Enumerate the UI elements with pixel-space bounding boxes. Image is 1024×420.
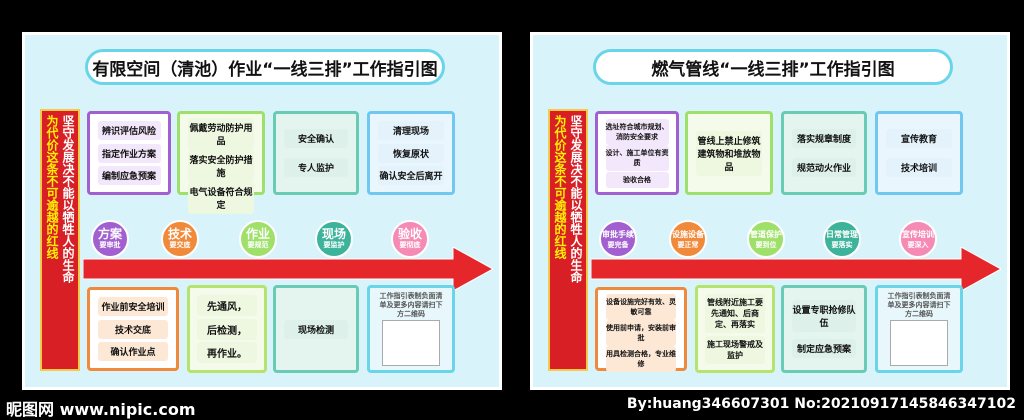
slogan-col-1: 为代价这条不可逾越的红线: [45, 115, 59, 259]
node-label: 方案: [97, 227, 122, 241]
list-item: 安全确认: [283, 128, 349, 148]
list-item: 专人监护: [283, 158, 349, 178]
list-item: 恢复原状: [377, 143, 445, 163]
top-box-3: 安全确认 专人监护: [273, 111, 359, 195]
step-node-1: 方案 要审批: [91, 220, 129, 258]
list-item: 现场检测: [283, 319, 349, 339]
step-node-3: 作业 要规范: [239, 220, 277, 258]
step-node-4: 现场 要监护: [315, 220, 353, 258]
qr-caption: 工作指引表制负面清单及更多内容请扫下方二维码: [379, 292, 443, 319]
list-item: 设备设施完好有效、灵敏可靠: [605, 294, 677, 320]
list-item: 规范动火作业: [791, 158, 857, 178]
top-box-1: 选址符合城市规划、消防安全要求 设计、施工单位有资质 验收合格: [595, 111, 679, 195]
step-node-5: 宣传培训 要深入: [899, 220, 937, 258]
bottom-box-2: 先通风， 后检测， 再作业。: [187, 285, 267, 373]
list-item: 先通风，: [197, 294, 257, 316]
site-watermark: 昵图网 www.nipic.com: [6, 400, 196, 419]
list-item: 佩戴劳动防护用品: [187, 118, 255, 150]
list-item: 确认安全后离开: [377, 165, 445, 185]
qr-code-placeholder: [382, 319, 440, 366]
list-item: 电气设备符合规定: [187, 182, 255, 214]
node-label: 作业: [245, 227, 270, 241]
list-item: 清理现场: [377, 121, 445, 141]
list-item: 设置专职抢修队伍: [791, 299, 857, 332]
node-label: 管道保护: [750, 230, 782, 239]
list-item: 宣传教育: [885, 128, 953, 148]
qr-box: 工作指引表制负面清单及更多内容请扫下方二维码: [367, 285, 455, 373]
top-box-2: 管线上禁止修筑建筑物和堆放物品: [685, 111, 773, 195]
slogan-col-1: 为代价这条不可逾越的红线: [553, 115, 567, 259]
slogan-col-2: 坚守发展决不能以牺牲人的生命: [569, 115, 583, 283]
board-title: 燃气管线“一线三排”工作指引图: [593, 49, 953, 85]
list-item: 验收合格: [605, 171, 669, 188]
node-sublabel: 要到位: [755, 241, 777, 249]
step-node-3: 管道保护 要到位: [747, 220, 785, 258]
step-node-2: 设施设备 要正常: [669, 220, 707, 258]
list-item: 管线附近施工要先通知、后商定、再落实: [705, 294, 765, 334]
list-item: 管线上禁止修筑建筑物和堆放物品: [695, 130, 763, 176]
bottom-box-1: 设备设施完好有效、灵敏可靠 使用前申请，安装前审批 用具检测合格，专业维修: [595, 287, 687, 372]
list-item: 再作业。: [197, 342, 257, 364]
node-sublabel: 要正常: [677, 241, 699, 249]
node-sublabel: 要监护: [323, 241, 345, 249]
list-item: 技术培训: [885, 158, 953, 178]
step-node-4: 日常管理 要落实: [823, 220, 861, 258]
slogan-col-2: 坚守发展决不能以牺牲人的生命: [61, 115, 75, 283]
node-label: 设施设备: [672, 230, 704, 239]
list-item: 辨识评估风险: [97, 121, 161, 141]
node-sublabel: 要完备: [607, 241, 629, 249]
list-item: 选址符合城市规划、消防安全要求: [605, 118, 669, 145]
watermark-footer: 昵图网 www.nipic.com By:huang346607301 No:2…: [0, 394, 1024, 419]
list-item: 确认作业点: [97, 341, 169, 361]
board-confined-space: 有限空间（清池）作业“一线三排”工作指引图 为代价这条不可逾越的红线 坚守发展决…: [22, 32, 502, 390]
top-box-1: 辨识评估风险 指定作业方案 编制应急预案: [87, 111, 171, 195]
list-item: 落实安全防护措施: [187, 150, 255, 182]
red-arrow: [591, 247, 1001, 291]
qr-caption: 工作指引表制负面清单及更多内容请扫下方二维码: [887, 292, 951, 319]
node-label: 现场: [321, 227, 346, 241]
list-item: 制定应急预案: [791, 339, 857, 359]
bottom-box-3: 设置专职抢修队伍 制定应急预案: [781, 285, 867, 373]
node-label: 日常管理: [826, 230, 858, 239]
node-sublabel: 要审批: [99, 241, 121, 249]
top-box-3: 落实规章制度 规范动火作业: [781, 111, 867, 195]
step-node-2: 技术 要交底: [161, 220, 199, 258]
step-node-5: 验收 要彻底: [391, 220, 429, 258]
list-item: 后检测，: [197, 318, 257, 340]
list-item: 指定作业方案: [97, 143, 161, 163]
list-item: 设计、施工单位有资质: [605, 145, 669, 171]
list-item: 使用前申请，安装前审批: [605, 320, 677, 346]
vertical-slogan-banner: 为代价这条不可逾越的红线 坚守发展决不能以牺牲人的生命: [40, 109, 80, 371]
qr-code-placeholder: [890, 319, 948, 366]
top-box-4: 宣传教育 技术培训: [875, 111, 963, 195]
bottom-box-2: 管线附近施工要先通知、后商定、再落实 施工现场警戒及监护: [695, 285, 775, 373]
node-label: 技术: [167, 227, 192, 241]
node-label: 验收: [397, 227, 422, 241]
qr-box: 工作指引表制负面清单及更多内容请扫下方二维码: [875, 285, 963, 373]
board-title: 有限空间（清池）作业“一线三排”工作指引图: [85, 49, 445, 85]
bottom-box-1: 作业前安全培训 技术交底 确认作业点: [87, 287, 179, 371]
list-item: 作业前安全培训: [97, 297, 169, 317]
vertical-slogan-banner: 为代价这条不可逾越的红线 坚守发展决不能以牺牲人的生命: [548, 109, 588, 371]
board-gas-pipeline: 燃气管线“一线三排”工作指引图 为代价这条不可逾越的红线 坚守发展决不能以牺牲人…: [530, 32, 1010, 390]
top-box-4: 清理现场 恢复原状 确认安全后离开: [367, 111, 455, 195]
node-sublabel: 要交底: [169, 241, 191, 249]
list-item: 用具检测合格，专业维修: [605, 346, 677, 372]
node-sublabel: 要深入: [907, 241, 929, 249]
list-item: 落实规章制度: [791, 128, 857, 148]
red-arrow: [83, 247, 493, 291]
author-watermark: By:huang346607301 No:2021091714584634710…: [626, 396, 1016, 412]
step-node-1: 审批手续 要完备: [599, 220, 637, 258]
top-box-2: 佩戴劳动防护用品 落实安全防护措施 电气设备符合规定: [177, 111, 265, 214]
node-label: 审批手续: [602, 230, 634, 239]
list-item: 编制应急预案: [97, 165, 161, 185]
list-item: 施工现场警戒及监护: [705, 335, 765, 364]
node-sublabel: 要落实: [831, 241, 853, 249]
node-sublabel: 要规范: [247, 241, 269, 249]
bottom-box-3: 现场检测: [273, 285, 359, 373]
node-sublabel: 要彻底: [399, 241, 421, 249]
node-label: 宣传培训: [902, 230, 934, 239]
list-item: 技术交底: [97, 319, 169, 339]
